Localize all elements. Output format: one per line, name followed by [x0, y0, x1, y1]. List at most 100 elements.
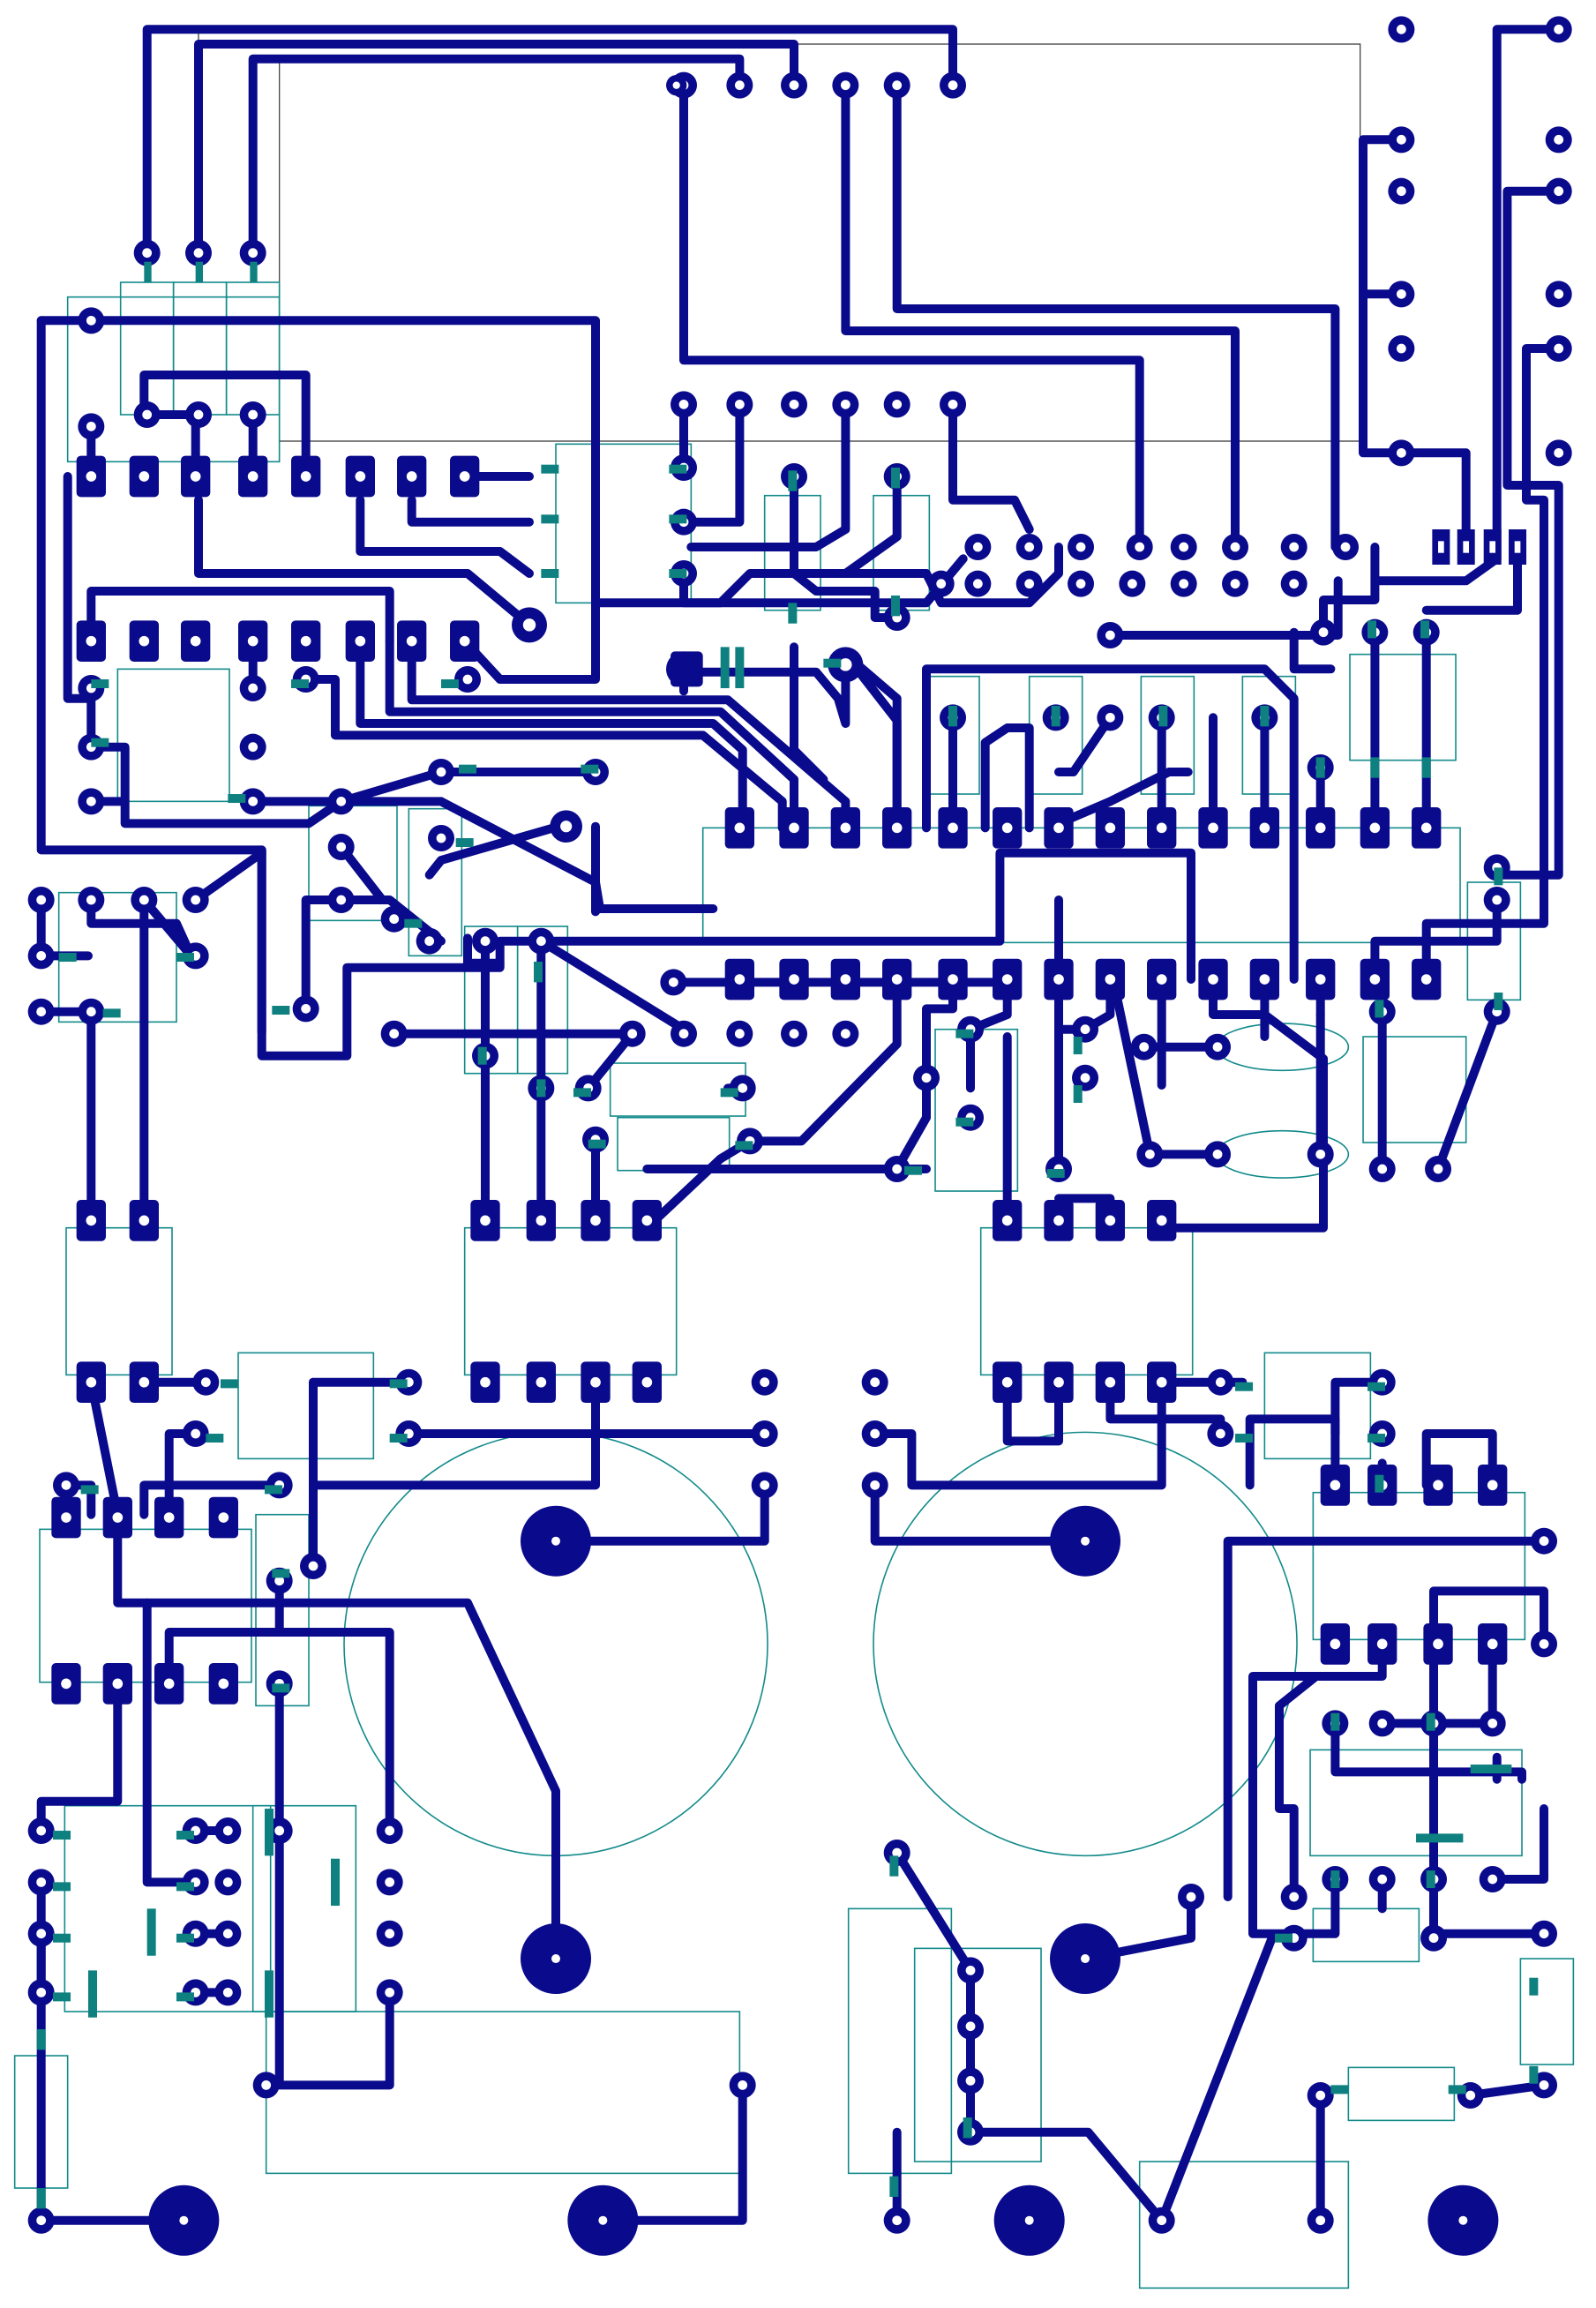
pad-drill-hole	[590, 1376, 601, 1388]
smd-pad	[541, 514, 559, 524]
pad-drill-hole	[1396, 343, 1406, 354]
pad-drill-hole	[1433, 1480, 1443, 1491]
pad-drill-hole	[436, 767, 446, 777]
round-pad	[133, 239, 161, 266]
square-pad	[1478, 1465, 1508, 1506]
pad-drill-hole	[734, 80, 745, 91]
square-pad	[1478, 1623, 1508, 1665]
component-outline	[237, 1352, 375, 1460]
smd-pad	[389, 1379, 408, 1389]
copper-trace	[1113, 995, 1155, 1159]
round-pad	[1178, 1884, 1205, 1911]
smd-pad	[36, 2029, 46, 2050]
copper-trace	[1433, 1007, 1502, 1174]
copper-trace	[63, 471, 96, 740]
copper-trace-layer	[36, 25, 1563, 2225]
pad-drill-hole	[1139, 1042, 1150, 1053]
square-pad	[238, 455, 268, 498]
pad-drill-hole	[1554, 288, 1564, 299]
round-pad	[1545, 126, 1572, 154]
square-pad	[238, 620, 268, 663]
pad-drill-hole	[1433, 1638, 1443, 1650]
pad-drill-hole	[891, 974, 903, 985]
component-outline	[701, 827, 1461, 944]
copper-trace	[36, 1679, 123, 1836]
copper-trace	[36, 316, 1196, 1060]
pad-drill-hole	[139, 471, 150, 482]
pad-drill-hole	[1315, 2215, 1326, 2226]
round-pad	[726, 71, 753, 99]
round-pad	[1388, 439, 1415, 467]
pad-drill-hole	[536, 936, 546, 947]
smd-pad	[250, 261, 258, 283]
pad-drill-hole	[142, 409, 153, 420]
round-pad	[1307, 2082, 1334, 2109]
square-pad	[581, 1200, 611, 1241]
round-pad	[1207, 1368, 1234, 1396]
square-pad	[938, 807, 968, 849]
square-pad	[1198, 807, 1228, 849]
pad-drill-hole	[1420, 974, 1432, 985]
pad-drill-hole	[86, 315, 96, 326]
copper-trace	[892, 1847, 976, 1975]
pad-drill-hole	[385, 1877, 395, 1887]
smd-pad	[955, 1117, 974, 1127]
smd-pad	[669, 514, 687, 524]
round-pad	[1368, 1156, 1396, 1183]
round-pad	[214, 1817, 242, 1845]
pad-drill-hole	[86, 635, 97, 647]
square-pad	[1095, 1200, 1126, 1241]
round-pad	[1531, 1920, 1558, 1947]
smd-pad	[389, 1434, 408, 1443]
round-pad	[327, 788, 355, 815]
pad-drill-hole	[200, 1377, 211, 1388]
pad-drill-hole	[734, 822, 746, 834]
round-pad	[1479, 1866, 1506, 1893]
pad-drill-hole	[1053, 822, 1064, 834]
pad-drill-hole	[1487, 1480, 1498, 1491]
square-pad	[51, 1663, 81, 1705]
pad-drill-hole	[1127, 579, 1137, 589]
copper-trace	[1245, 1414, 1340, 1490]
smd-pad	[1073, 1085, 1083, 1104]
copper-trace	[536, 936, 689, 1034]
smd-pad	[1416, 1833, 1464, 1843]
round-pad	[454, 666, 482, 693]
pad-drill-hole	[948, 974, 958, 985]
copper-trace	[1421, 895, 1549, 985]
mounting-hole	[148, 2184, 220, 2256]
smd-pad	[53, 1882, 71, 1892]
pad-drill-hole	[1330, 1638, 1341, 1650]
round-pad	[1280, 534, 1308, 561]
pad-drill-hole	[480, 1215, 491, 1226]
pad-drill-hole	[1315, 822, 1326, 834]
pad-drill-hole	[972, 542, 983, 552]
smd-pad	[788, 603, 798, 624]
round-pad	[214, 1979, 242, 2006]
pad-drill-hole	[218, 1512, 229, 1523]
component-outline	[1312, 1491, 1526, 1641]
round-pad	[1307, 2207, 1334, 2234]
smd-pad	[195, 261, 204, 283]
pad-drill-hole	[789, 1029, 799, 1039]
smd-pad	[272, 1683, 290, 1693]
square-pad	[779, 958, 809, 1000]
round-pad	[1170, 534, 1197, 561]
pad-drill-hole	[385, 1825, 395, 1836]
pad-drill-hole	[218, 1678, 229, 1690]
pad-drill-hole	[1554, 343, 1564, 354]
component-outline	[1349, 653, 1457, 761]
pad-drill-hole	[734, 974, 746, 985]
square-pad	[129, 1361, 160, 1404]
pad-drill-hole	[308, 1561, 318, 1571]
pad-drill-hole	[840, 1029, 850, 1039]
pad-drill-hole	[1208, 822, 1218, 834]
round-pad	[1280, 1884, 1308, 1911]
square-pad	[51, 1496, 81, 1539]
round-pad	[239, 239, 266, 266]
round-pad	[927, 570, 955, 597]
pad-drill-hole	[139, 635, 150, 647]
copper-trace	[841, 80, 1240, 552]
copper-trace	[356, 495, 535, 579]
pad-drill-hole	[641, 1215, 653, 1226]
